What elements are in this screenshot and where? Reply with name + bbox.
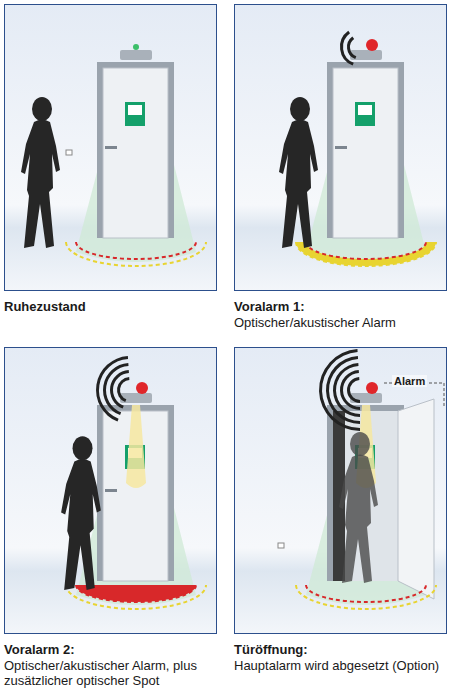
detection-cone	[306, 62, 426, 262]
person-head	[290, 97, 310, 121]
wall-switch	[278, 543, 284, 548]
sensor-unit	[120, 50, 152, 60]
sound-wave	[117, 377, 129, 402]
panel-heading: Türöffnung:	[234, 642, 447, 658]
optical-spot	[126, 405, 146, 488]
panel-illustration	[4, 347, 217, 634]
door-frame	[327, 62, 404, 238]
sound-wave	[347, 377, 360, 403]
alarm-boundary	[76, 242, 196, 259]
open-door-leaf	[398, 399, 434, 599]
alarm-light	[136, 382, 148, 394]
panel-heading: Ruhezustand	[4, 299, 217, 315]
person-silhouette	[61, 459, 101, 590]
door-frame	[97, 62, 174, 238]
panel-caption: Voralarm 2:Optischer/akustischer Alarm, …	[4, 642, 217, 689]
door-handle	[335, 146, 347, 149]
panel-frame	[234, 4, 447, 291]
panel-description: Optischer/akustischer Alarm, plus zusätz…	[4, 658, 217, 689]
panel: Türöffnung:Hauptalarm wird abgesetzt (Op…	[234, 347, 447, 673]
person-head	[73, 436, 93, 460]
door-handle	[105, 489, 117, 492]
panel-frame	[4, 347, 217, 634]
alarm-light	[366, 39, 378, 51]
panel-ground	[234, 4, 447, 291]
sound-wave	[340, 370, 360, 410]
panel: Voralarm 2:Optischer/akustischer Alarm, …	[4, 347, 217, 689]
person-head	[32, 97, 52, 121]
sound-wave	[96, 356, 128, 422]
panel-heading: Voralarm 1:	[234, 299, 447, 315]
panel-caption: Voralarm 1:Optischer/akustischer Alarm	[234, 299, 447, 330]
person-silhouette	[339, 455, 378, 584]
person-silhouette	[279, 120, 318, 249]
sound-wave	[333, 363, 360, 417]
floor-zones	[296, 585, 436, 609]
panel-frame	[234, 347, 447, 634]
exit-sign-icon	[358, 105, 372, 115]
panel-description: Optischer/akustischer Alarm	[234, 315, 447, 331]
door-leaf	[103, 68, 168, 238]
panel-caption: Ruhezustand	[4, 299, 217, 315]
panel: Ruhezustand	[4, 4, 217, 315]
prealarm-boundary	[296, 585, 436, 609]
exit-sign	[355, 102, 375, 126]
sound-wave	[347, 36, 356, 59]
prealarm-boundary	[296, 242, 436, 266]
status-led	[133, 44, 139, 50]
detection-cone	[76, 62, 196, 262]
sound-wave	[326, 356, 360, 424]
panel: Voralarm 1:Optischer/akustischer Alarm	[234, 4, 447, 330]
alarm-label: Alarm	[392, 375, 427, 387]
panel-illustration	[234, 4, 447, 291]
door-leaf	[333, 68, 398, 238]
panel-frame	[4, 4, 217, 291]
alarm-boundary	[306, 585, 426, 602]
door-handle	[105, 146, 117, 149]
wall-switch	[66, 150, 72, 155]
exit-sign-icon	[128, 105, 142, 115]
sound-wave	[340, 31, 354, 66]
exit-sign	[125, 102, 145, 126]
prealarm-zone	[296, 242, 436, 266]
panel-ground	[234, 347, 447, 634]
person-silhouette	[21, 120, 60, 249]
alarm-light	[366, 382, 378, 394]
person-head	[350, 432, 370, 456]
sound-wave	[110, 370, 129, 409]
panel-illustration	[4, 4, 217, 291]
floor-zones	[296, 242, 436, 266]
panel-heading: Voralarm 2:	[4, 642, 217, 658]
panel-description: Hauptalarm wird abgesetzt (Option)	[234, 658, 447, 674]
door-frame	[97, 405, 174, 581]
panel-illustration	[234, 347, 447, 634]
detection-cone	[76, 405, 196, 605]
floor-zones	[66, 242, 206, 266]
sound-wave	[103, 363, 128, 415]
prealarm-boundary	[66, 242, 206, 266]
alarm-boundary	[306, 242, 426, 259]
sound-wave	[319, 349, 360, 431]
panel-ground	[4, 347, 217, 634]
panel-caption: Türöffnung:Hauptalarm wird abgesetzt (Op…	[234, 642, 447, 673]
panel-ground	[4, 4, 217, 291]
